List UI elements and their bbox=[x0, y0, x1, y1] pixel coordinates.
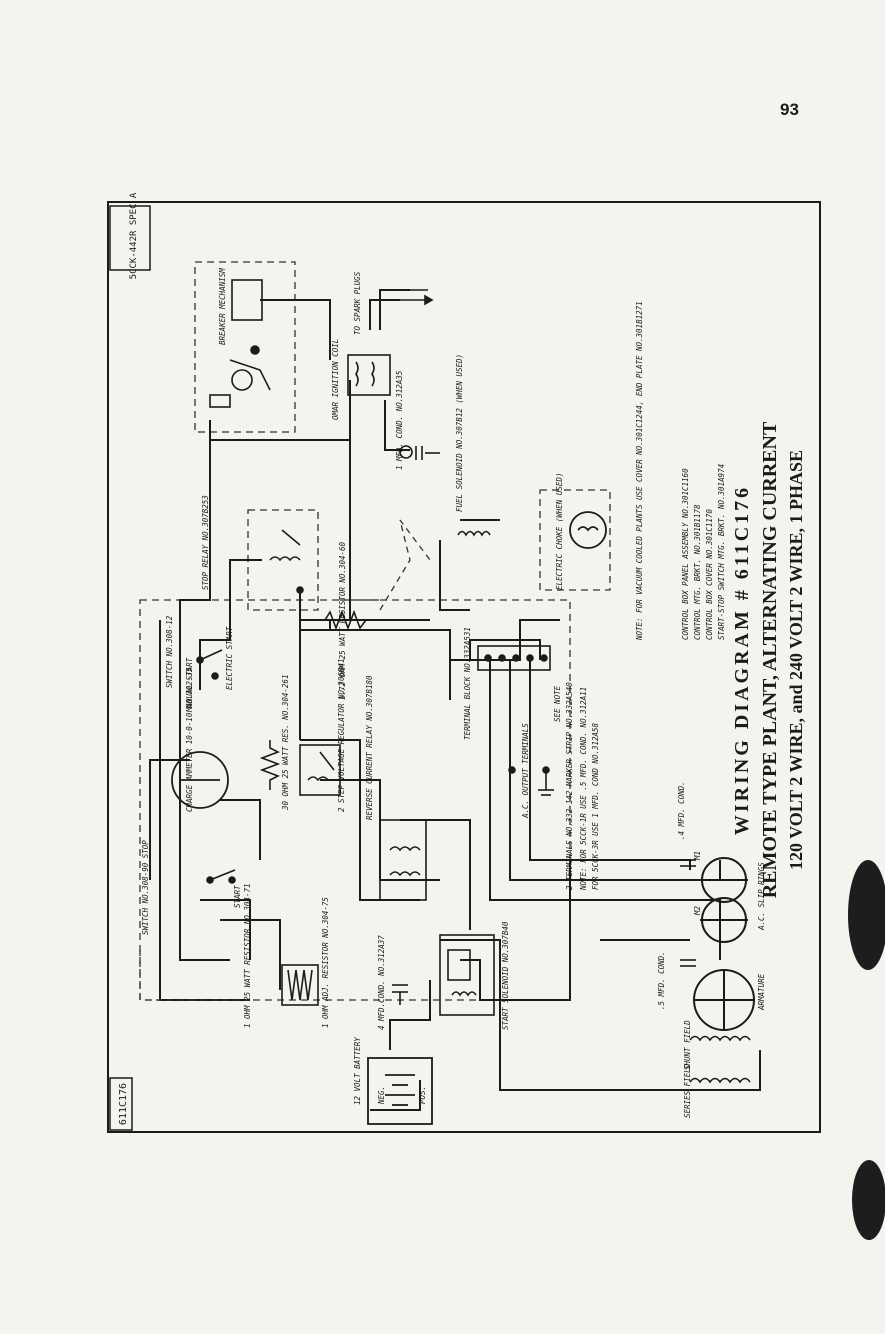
label-armature: ARMATURE bbox=[757, 973, 766, 1011]
label-battery: 12 VOLT BATTERY bbox=[353, 1037, 362, 1105]
label-m1: M1 bbox=[693, 851, 702, 861]
start-solenoid bbox=[439, 934, 495, 1016]
label-switch-top: SWITCH NO.308-12 bbox=[165, 615, 174, 688]
label-see-note: SEE NOTE bbox=[553, 685, 562, 722]
ignition-condenser bbox=[399, 445, 440, 460]
scan-blot bbox=[848, 860, 885, 970]
label-ignition-coil: OMAR IGNITION COIL bbox=[331, 339, 340, 420]
label-note-5cck-b: FOR 5CCK-3R USE 1 MFD. COND NO.312A58 bbox=[591, 722, 600, 890]
label-ac-slip-rings: A.C. SLIP RINGS bbox=[757, 862, 766, 931]
label-spark-plugs: TO SPARK PLUGS bbox=[353, 271, 362, 335]
label-control-mtg: CONTROL MTG. BRKT. NO.301B1178 bbox=[693, 504, 702, 640]
label-ign-cond: 1 MFD. COND. NO.312A35 bbox=[395, 370, 404, 470]
generator-condensers bbox=[680, 859, 696, 967]
condenser-4-mfd bbox=[392, 984, 408, 1005]
breaker-enclosure bbox=[194, 261, 296, 433]
label-electric-choke: ELECTRIC CHOKE (WHEN USED) bbox=[555, 473, 564, 590]
label-m2: M2 bbox=[693, 905, 702, 916]
drawing-number-top-box: 5CCK-442R SPEC A bbox=[109, 192, 151, 279]
label-control-box: CONTROL BOX PANEL ASSEMBLY NO.301C1160 bbox=[681, 468, 690, 640]
control-box-outline bbox=[139, 599, 571, 1001]
label-stop-relay: STOP RELAY NO.307B253 bbox=[201, 495, 210, 590]
label-terminals-note: 2 TERMINALS NO.332-142 MARKER STRIP NO.3… bbox=[565, 682, 574, 890]
label-resistor-172: 1.72 OHM 25 WATT RESISTOR NO.304-60 bbox=[338, 541, 347, 700]
choke-enclosure bbox=[539, 489, 611, 591]
breaker-mechanism bbox=[209, 279, 271, 408]
label-breaker: BREAKER MECHANISM bbox=[218, 268, 227, 345]
label-pos: POS. bbox=[418, 1086, 427, 1104]
drawing-number-top: 5CCK-442R SPEC A bbox=[129, 192, 139, 279]
fuel-solenoid bbox=[457, 530, 491, 537]
drawing-number-bottom: 611C176 bbox=[118, 1083, 129, 1125]
diagram-border bbox=[107, 201, 821, 1133]
title-block: WIRING DIAGRAM # 611C176 REMOTE TYPE PLA… bbox=[731, 421, 806, 898]
page-number: 93 bbox=[780, 100, 799, 119]
label-cond-4mfd-top: .4 MFD. COND. bbox=[677, 781, 686, 840]
label-switch-stop-start: SWITCH NO.308-90 STOP bbox=[141, 840, 150, 935]
title-line1: WIRING DIAGRAM # 611C176 bbox=[731, 485, 753, 835]
label-res-30ohm: 30 OHM 25 WATT RES. NO.304-261 bbox=[281, 675, 290, 811]
generator bbox=[693, 857, 755, 1031]
label-note-5cck: NOTE: FOR 5CCK-1R USE .5 MFD. COND. NO.3… bbox=[579, 687, 588, 891]
title-line3: 120 VOLT 2 WIRE, and 240 VOLT 2 WIRE, 1 … bbox=[786, 450, 806, 870]
reverse-current-relay bbox=[379, 819, 427, 901]
label-electric-start: ELECTRIC START bbox=[225, 626, 234, 690]
label-neg: NEG. bbox=[377, 1086, 386, 1105]
label-reverse-current-relay: REVERSE CURRENT RELAY NO.307B180 bbox=[365, 675, 374, 820]
switch-manual-electric bbox=[196, 649, 223, 680]
label-control-cover: CONTROL BOX COVER NO.301C1170 bbox=[705, 509, 714, 640]
scan-blot bbox=[852, 1160, 885, 1240]
field-coils bbox=[689, 1035, 751, 1084]
label-ac-output: A.C. OUTPUT TERMINALS bbox=[521, 723, 530, 819]
label-res-1ohm-a: 1 OHM 25 WATT RESISTOR NO.304-71 bbox=[243, 884, 252, 1029]
ac-output-terminals bbox=[508, 766, 554, 796]
charge-ammeter bbox=[171, 751, 229, 809]
label-fuel-solenoid: FUEL SOLENOID NO.307B12 (WHEN USED) bbox=[455, 354, 464, 512]
label-note-vacuum: NOTE: FOR VACUUM COOLED PLANTS USE COVER… bbox=[635, 301, 644, 641]
voltage-regulator bbox=[299, 744, 341, 796]
label-stop-start-mtg: START-STOP SWITCH MTG. BRKT. NO.301A974 bbox=[717, 464, 726, 640]
label-res-1ohm-b: 1 OHM ADJ. RESISTOR NO.304-75 bbox=[321, 897, 330, 1028]
label-charge-ammeter: CHARGE AMMETER 10-0-10 NO.302-35 bbox=[185, 667, 194, 812]
resistor-1-ohm bbox=[281, 964, 319, 1006]
resistor-172-ohm bbox=[324, 609, 367, 631]
title-line2: REMOTE TYPE PLANT, ALTERNATING CURRENT bbox=[759, 421, 781, 898]
label-manual-start: MANUAL START bbox=[185, 657, 194, 713]
label-series-field: SERIES FIELD bbox=[683, 1063, 692, 1118]
label-terminal-block: TERMINAL BLOCK NO.332A531 bbox=[463, 627, 472, 740]
label-start: START bbox=[233, 885, 242, 908]
battery-12-volt bbox=[367, 1057, 433, 1125]
terminal-block bbox=[477, 645, 551, 671]
stop-relay bbox=[269, 529, 304, 594]
switch-start-stop bbox=[206, 869, 236, 884]
label-voltage-regulator: 2 STEP VOLTAGE REGULATOR NO.306B41 bbox=[337, 658, 346, 812]
label-start-solenoid: START SOLENOID NO.307B40 bbox=[501, 921, 510, 1030]
ignition-coil bbox=[347, 289, 434, 396]
label-cond-5mfd: .5 MFD. COND. bbox=[657, 951, 666, 1010]
label-shunt-field: SHUNT FIELD bbox=[683, 1020, 692, 1070]
label-cond-4mfd: 4 MFD.COND. NO.312A37 bbox=[377, 935, 386, 1030]
drawing-number-bottom-box: 611C176 bbox=[109, 1077, 133, 1131]
resistor-30-ohm bbox=[259, 740, 281, 790]
electric-choke bbox=[569, 511, 607, 549]
